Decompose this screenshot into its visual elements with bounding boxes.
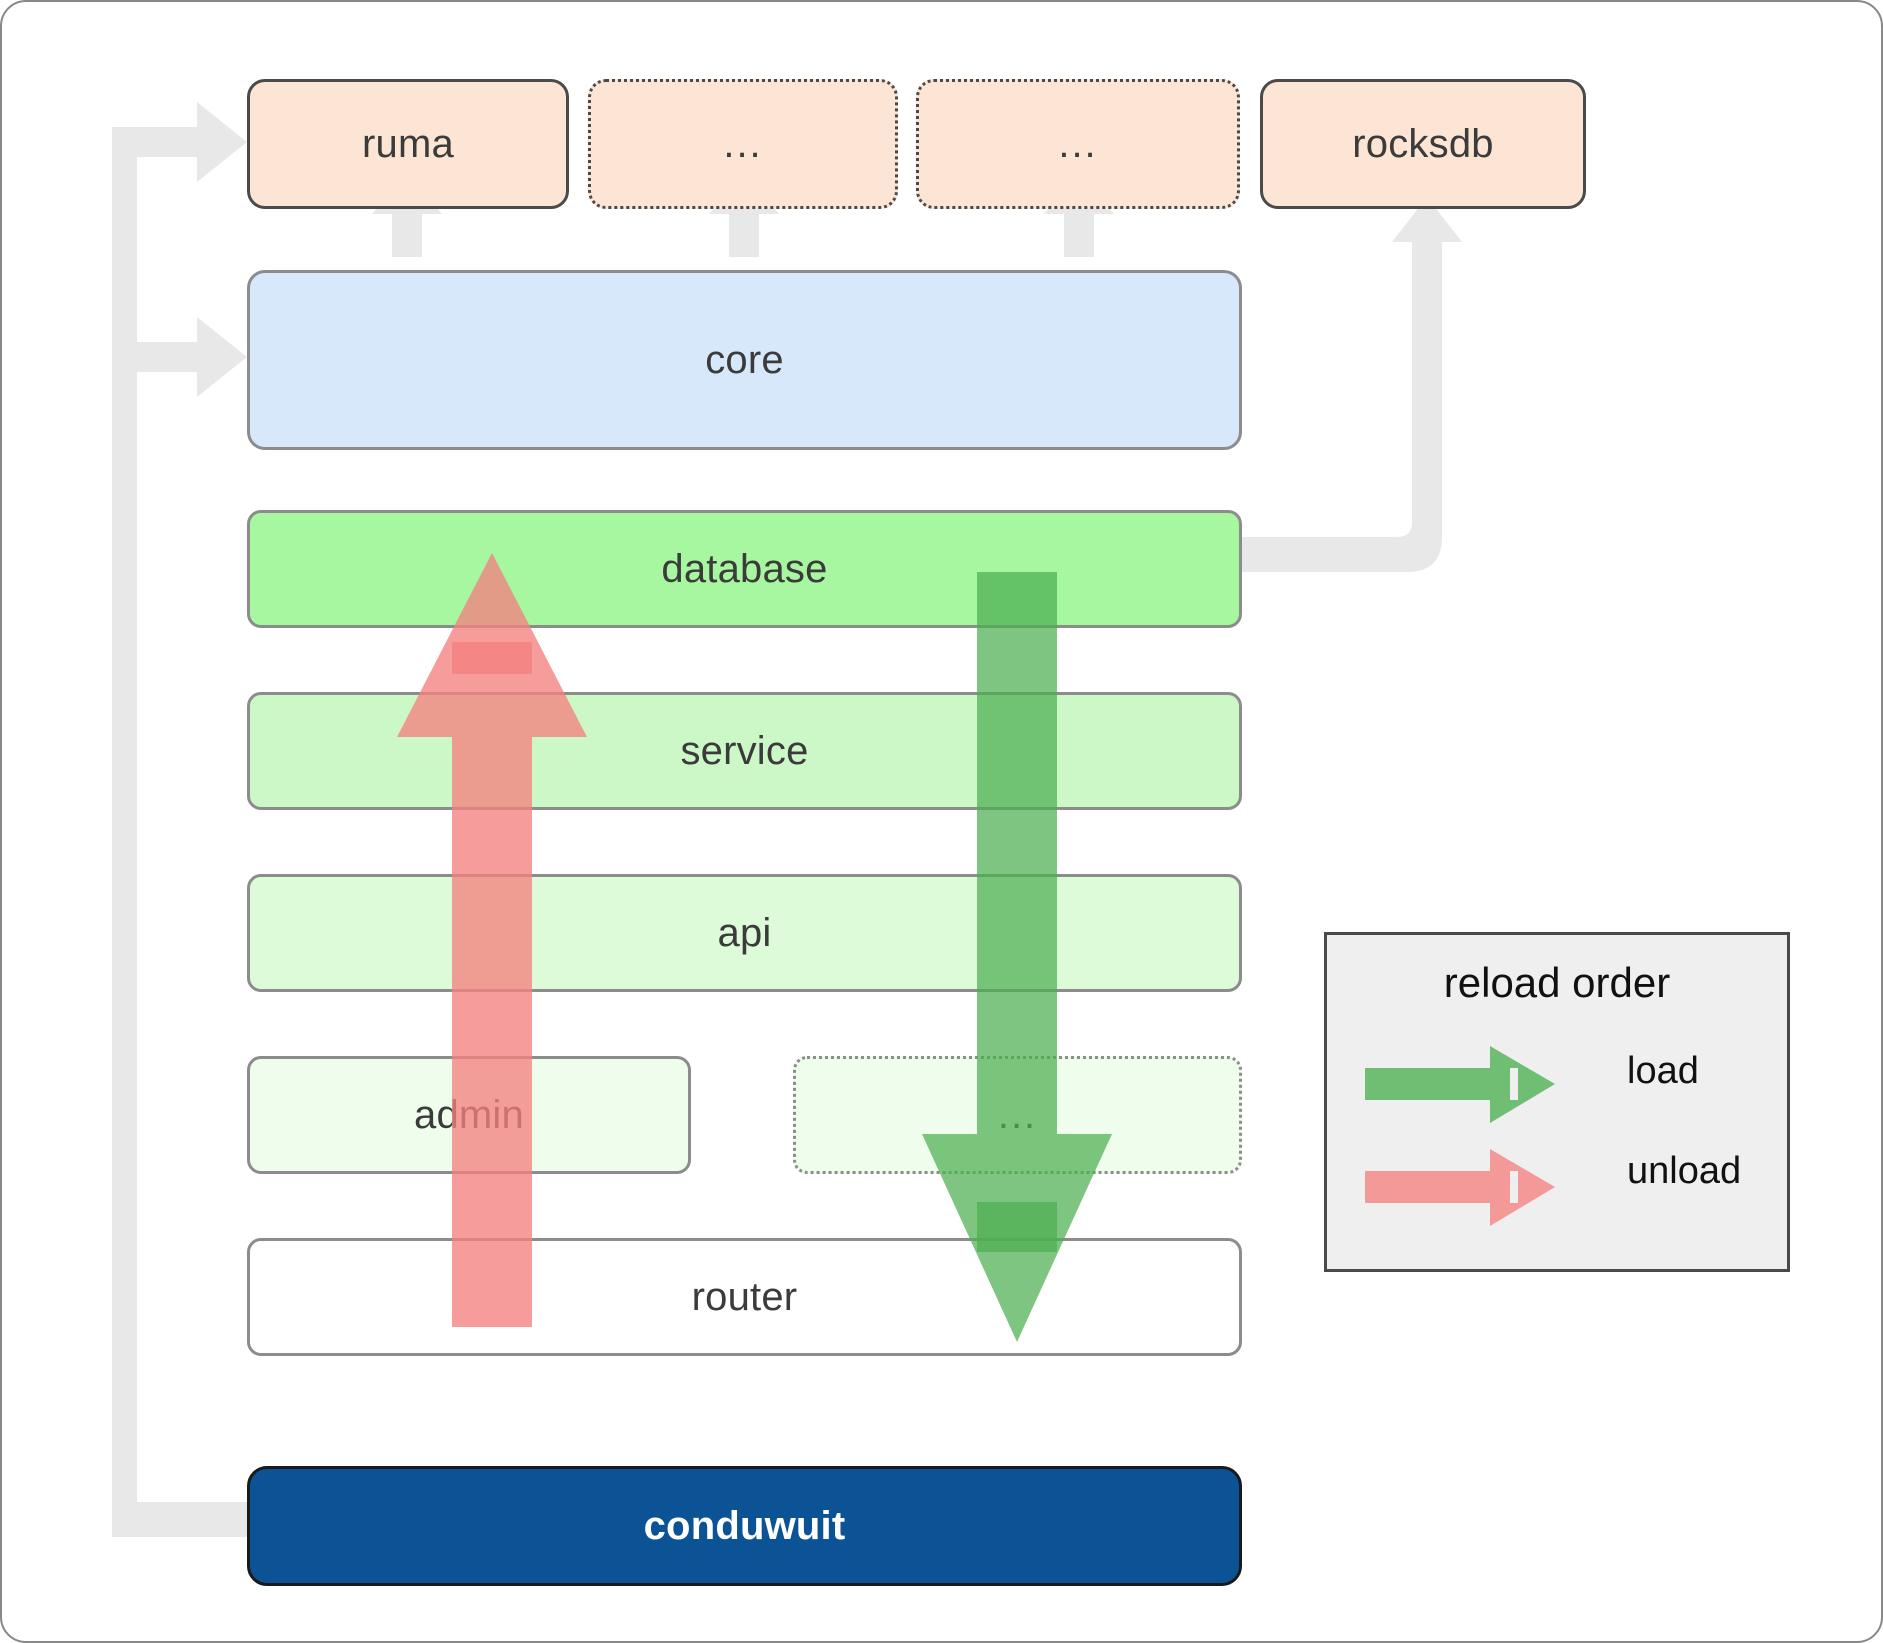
connector-arrow-to-core [112, 317, 247, 397]
node-stack-dots-label: ... [997, 1092, 1038, 1137]
legend-load-arrow [1365, 1046, 1555, 1123]
node-ruma-label: ruma [362, 121, 454, 166]
node-ext-dots-1-label: ... [723, 121, 763, 166]
node-admin[interactable]: admin [247, 1056, 691, 1174]
legend-panel: reload order load unload [1324, 932, 1790, 1272]
legend-arrows [1365, 1046, 1555, 1226]
legend-label-unload: unload [1627, 1150, 1742, 1192]
connector-conduwuit-stub [112, 1502, 252, 1537]
connector-arrow-to-ruma [112, 102, 247, 182]
node-router[interactable]: router [247, 1238, 1242, 1356]
node-core[interactable]: core [247, 270, 1242, 450]
connector-database-to-rocksdb [1242, 197, 1462, 572]
legend-unload-arrow [1365, 1149, 1555, 1226]
connector-conduwuit-trunk [112, 127, 252, 1537]
node-conduwuit-label: conduwuit [643, 1503, 846, 1548]
node-core-label: core [705, 337, 784, 382]
legend-label-load: load [1627, 1050, 1699, 1092]
legend-title: reload order [1443, 959, 1671, 1006]
node-rocksdb-label: rocksdb [1352, 121, 1494, 166]
node-stack-dots[interactable]: ... [793, 1056, 1242, 1174]
node-service-label: service [680, 728, 809, 773]
node-api-label: api [717, 910, 772, 955]
node-service[interactable]: service [247, 692, 1242, 810]
node-conduwuit[interactable]: conduwuit [247, 1466, 1242, 1586]
node-ext-dots-2-label: ... [1058, 121, 1098, 166]
node-ext-dots-2[interactable]: ... [916, 79, 1240, 209]
node-database-label: database [661, 546, 828, 591]
node-ext-dots-1[interactable]: ... [588, 79, 898, 209]
node-api[interactable]: api [247, 874, 1242, 992]
node-router-label: router [691, 1274, 798, 1319]
node-database[interactable]: database [247, 510, 1242, 628]
node-ruma[interactable]: ruma [247, 79, 569, 209]
node-admin-label: admin [414, 1092, 524, 1137]
node-rocksdb[interactable]: rocksdb [1260, 79, 1586, 209]
